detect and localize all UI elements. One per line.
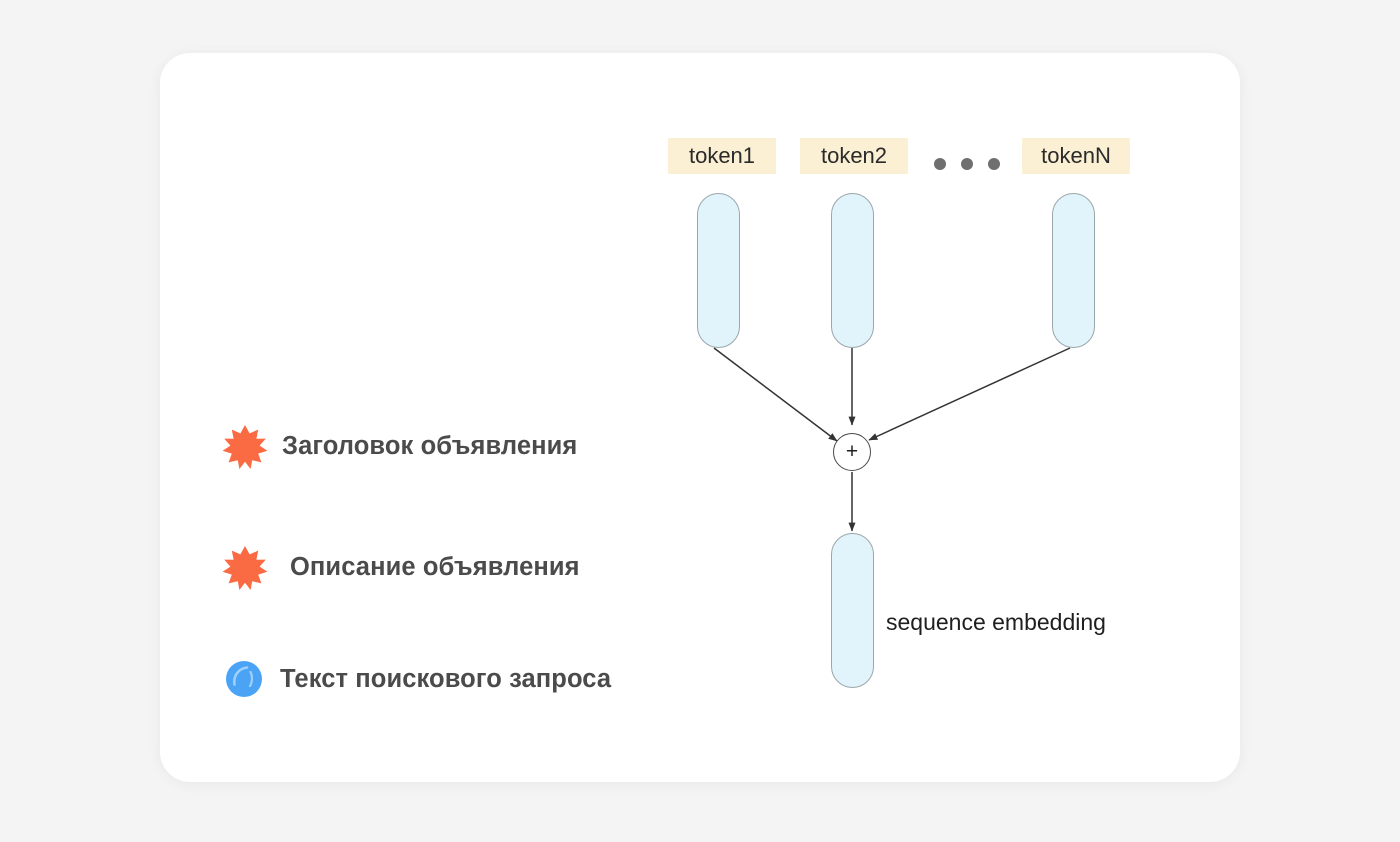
token-embedding-pill — [831, 193, 874, 348]
ellipsis-icon — [934, 158, 1000, 170]
content-card — [160, 53, 1240, 782]
token-embedding-pill — [697, 193, 740, 348]
legend-item-label: Описание объявления — [290, 552, 580, 581]
edge-token1-to-sum — [713, 347, 838, 442]
sequence-embedding-label: sequence embedding — [886, 609, 1106, 635]
token-box: tokenN — [1022, 138, 1130, 174]
legend-item-ad-title: Заголовок объявления — [222, 422, 577, 470]
legend-item-label: Текст поискового запроса — [280, 664, 612, 693]
sequence-embedding-pill — [831, 533, 874, 688]
starburst-icon — [222, 423, 268, 469]
legend-item-ad-description: Описание объявления — [222, 543, 580, 591]
legend-item-search-query: Текст поискового запроса — [222, 655, 611, 703]
starburst-icon — [222, 544, 268, 590]
legend-item-label: Заголовок объявления — [282, 431, 578, 460]
token-embedding-pill — [1052, 193, 1095, 348]
sum-node: + — [833, 433, 871, 471]
token-box: token1 — [668, 138, 776, 174]
edge-tokenN-to-sum — [868, 347, 1071, 441]
token-box: token2 — [800, 138, 908, 174]
blue-sphere-icon — [222, 656, 268, 702]
